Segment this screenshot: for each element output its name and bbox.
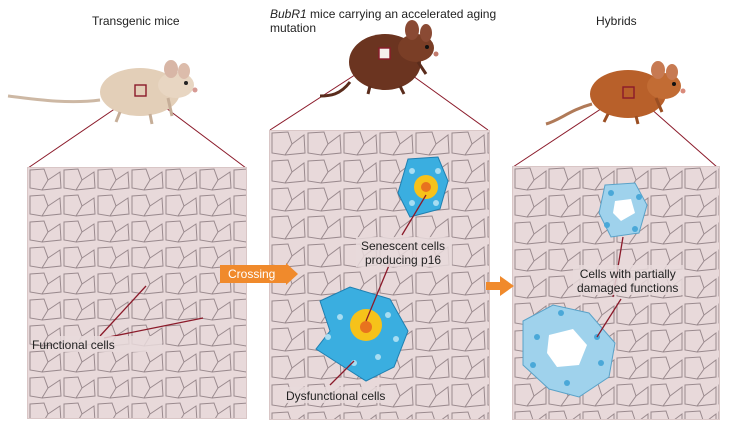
senescent-cluster-lower bbox=[315, 286, 409, 382]
crossing-arrow-head bbox=[286, 263, 298, 285]
result-arrow bbox=[486, 276, 514, 296]
functional-cells-label: Functional cells bbox=[32, 338, 115, 352]
zoom-region-marker bbox=[378, 47, 391, 60]
zoom-region-marker bbox=[622, 86, 635, 99]
tissue-right-cells bbox=[513, 167, 719, 419]
partial-cluster-lower bbox=[522, 304, 616, 398]
bubr1-mice-title: BubR1 mice carrying an accelerated aging… bbox=[270, 7, 497, 35]
zoom-region-marker bbox=[134, 84, 147, 97]
hybrids-title: Hybrids bbox=[596, 14, 637, 28]
crossing-arrow: Crossing bbox=[220, 263, 300, 285]
senescent-cluster-upper bbox=[397, 156, 449, 218]
dysfunctional-cells-label: Dysfunctional cells bbox=[286, 389, 386, 403]
partial-cluster-upper bbox=[598, 182, 648, 238]
tissue-middle-cells bbox=[270, 131, 489, 419]
tissue-left-cells bbox=[28, 168, 246, 418]
crossing-arrow-bar bbox=[220, 265, 286, 283]
functional-tissue-panel: Functional cells bbox=[27, 167, 247, 419]
hybrid-mouse bbox=[545, 61, 686, 126]
bubr1-mouse bbox=[319, 20, 439, 98]
crossing-label: Crossing bbox=[228, 267, 276, 281]
transgenic-mice-title: Transgenic mice bbox=[92, 14, 180, 28]
transgenic-mouse bbox=[7, 60, 198, 125]
bubr1-gene-name: BubR1 bbox=[270, 7, 307, 21]
